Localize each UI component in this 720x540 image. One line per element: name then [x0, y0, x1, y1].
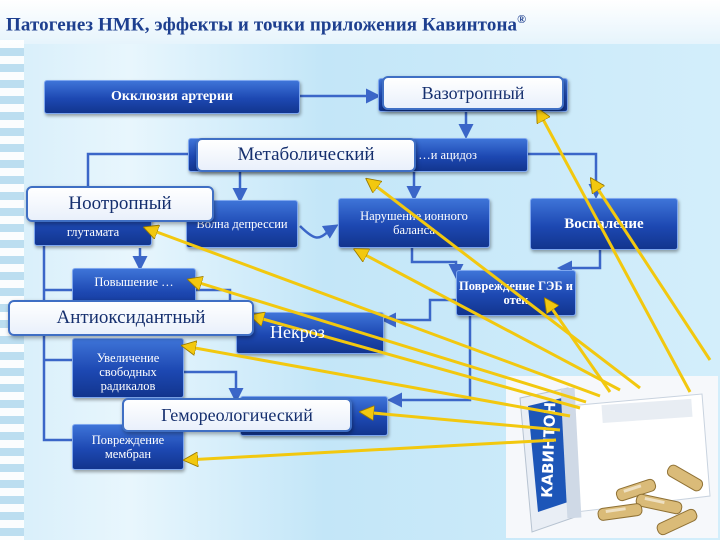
connector-bbb-down: [387, 316, 472, 408]
effect-vasotropic-label: Вазотропный: [421, 82, 525, 103]
effect-antioxidant: Антиоксидантный: [8, 300, 254, 336]
effect-hemorheological-label: Гемореологический: [161, 404, 313, 425]
slide-title: Патогенез НМК, эффекты и точки приложени…: [6, 12, 526, 36]
node-occlusion: Окклюзия артерии: [44, 80, 300, 114]
product-brand-label: КАВИНТОН: [538, 402, 559, 499]
arrow-to-metabolic: [368, 180, 641, 390]
arrow-to-increase: [190, 280, 587, 404]
product-photo: КАВИНТОН: [506, 376, 718, 538]
effect-nootropic: Ноотропный: [26, 186, 214, 222]
connector-bbb-to-necrosis: [381, 298, 464, 328]
effect-metabolic-label: Метаболический: [237, 144, 375, 165]
node-radicals: Увеличение свободных радикалов: [72, 338, 184, 398]
node-membrane: Повреждение мембран: [72, 424, 184, 470]
effect-hemorheological: Гемореологический: [122, 398, 352, 432]
arrow-to-ion: [356, 250, 621, 392]
arrow-to-radicals: [184, 346, 571, 418]
node-glutamate-label: глутамата: [66, 225, 120, 239]
arrow-to-vasotropic: [538, 110, 692, 393]
node-necrosis-label: Некроз: [270, 322, 325, 342]
arrow-to-membrane: [186, 438, 557, 460]
connector-wave-to-ion: [299, 224, 339, 239]
node-membrane-label: Повреждение мембран: [91, 433, 165, 461]
connector-bar-left: [86, 152, 190, 196]
arrow-to-glutamate: [146, 228, 601, 398]
node-increase-label: Повышение …: [94, 275, 174, 289]
node-metabolic-bar-label: …и ацидоз: [418, 148, 477, 162]
arrow-to-hemo: [362, 412, 561, 432]
registered-mark: ®: [517, 12, 527, 26]
node-radicals-label: Увеличение свободных радикалов: [96, 351, 160, 393]
arrow-to-inflammation: [592, 180, 712, 361]
connector-ion-to-bbb: [410, 248, 464, 279]
connector-infl-to-bbb: [557, 250, 602, 276]
arrow-to-antioxidant: [252, 316, 581, 410]
title-text: Патогенез НМК, эффекты и точки приложени…: [6, 14, 518, 36]
header-band: [0, 0, 720, 44]
node-wave-label: Волна депрессии: [196, 217, 288, 231]
left-stripe-decoration: [0, 40, 24, 540]
effect-antioxidant-label: Антиоксидантный: [56, 307, 206, 328]
node-ion-balance: Нарушение ионного баланса: [338, 198, 490, 248]
effect-vasotropic: Вазотропный: [382, 76, 564, 110]
connector-radicals-to-hemo: [184, 370, 244, 403]
arrow-to-bbb: [546, 300, 612, 393]
effect-metabolic: Метаболический: [196, 138, 416, 172]
node-occlusion-label: Окклюзия артерии: [111, 89, 233, 104]
effect-nootropic-label: Ноотропный: [68, 193, 172, 214]
